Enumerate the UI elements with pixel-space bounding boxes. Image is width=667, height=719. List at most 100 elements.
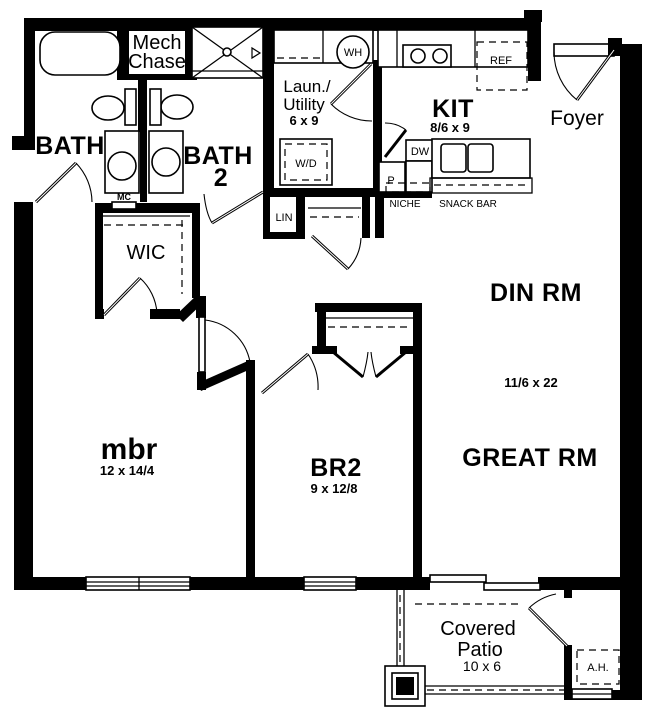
label-bath: BATH (35, 132, 105, 160)
sink-basin (467, 143, 494, 173)
label-wh: WH (344, 47, 362, 59)
label-laundry-line1: Laun./ (283, 77, 331, 96)
wall-top (24, 18, 541, 31)
wall-br2-closet-left (317, 303, 326, 348)
burner-icon (410, 48, 426, 64)
wall-wic-top (95, 203, 200, 213)
wall-br2-closet-top (315, 303, 422, 312)
wall-bottom-right (538, 577, 642, 590)
doors (34, 38, 622, 648)
wall-left-upper (24, 18, 35, 150)
patio-door (527, 593, 569, 648)
wall-right-patio (620, 588, 642, 700)
entry-door (553, 38, 622, 101)
mbr-window (85, 576, 191, 591)
br2-closet-bifold-doors (332, 350, 407, 379)
wall-left-lower (14, 202, 33, 590)
bath2-door (203, 190, 264, 225)
bath2-toilet (148, 130, 184, 194)
bath-sink (91, 95, 125, 121)
wall-vanity-divider (138, 78, 147, 132)
label-great: GREAT RM (462, 444, 597, 472)
wall-hall-stub (375, 193, 384, 238)
wic-shelf (103, 215, 190, 294)
snack-bar-counter (429, 177, 533, 194)
label-patio-line1: Covered (440, 618, 516, 640)
wall-wic-bottom (150, 309, 180, 319)
kitchen-sink-counter (431, 138, 531, 179)
wall-niche-bottom (384, 192, 432, 198)
wall-laundry-kitchen (373, 60, 382, 193)
br2-closet-shelf (326, 317, 413, 328)
sink-basin (440, 143, 467, 173)
wall-br2-closet-botl (312, 346, 337, 354)
wall-wic-bottom-stub (95, 309, 104, 319)
bathtub (39, 31, 121, 76)
bath2-sink (160, 94, 194, 120)
wall-mbr-door-bottom (197, 372, 206, 390)
wall-lin-right (296, 193, 305, 238)
label-laundry-dim: 6 x 9 (290, 113, 319, 128)
label-ah: A.H. (587, 662, 608, 674)
label-wd: W/D (295, 158, 316, 170)
labels: BATH BATH 2 Mech Chase Laun./ Utility 6 … (35, 32, 608, 674)
label-din: DIN RM (490, 279, 582, 307)
wall-wic-left (95, 213, 103, 317)
bath-toilet (104, 130, 140, 194)
label-lin: LIN (275, 212, 292, 224)
br2-door (261, 352, 319, 395)
patio-structure (384, 590, 620, 707)
wall-right (620, 44, 642, 590)
interior-walls (95, 18, 572, 695)
cabinet-below-dw (405, 160, 433, 193)
wic-door (102, 276, 158, 317)
mbr-door (198, 316, 251, 373)
fixtures (39, 26, 620, 707)
wall-mbr-door-top (196, 296, 206, 318)
label-patio-line2: Patio (457, 639, 503, 661)
label-laundry-line2: Utility (283, 95, 325, 114)
label-mech-line1: Mech (133, 32, 182, 54)
wall-lin-bottom (263, 232, 305, 239)
refrigerator (476, 41, 528, 91)
label-bath2-line1: BATH (183, 142, 253, 170)
wall-lin-left (263, 193, 270, 238)
label-kitchen: KIT (432, 95, 474, 123)
ah-window (571, 688, 613, 700)
burner-icon (432, 48, 448, 64)
label-mech-line2: Chase (128, 51, 186, 73)
windows (85, 574, 613, 700)
label-mc: MC (117, 192, 131, 202)
bath2-cabinet (149, 88, 162, 126)
label-br2-dim: 9 x 12/8 (311, 481, 358, 496)
laundry-door (329, 62, 373, 122)
wall-mbr-br2 (246, 360, 255, 578)
shower-drain (222, 47, 232, 57)
niche-recess (385, 182, 431, 193)
wall-wic-right (192, 203, 200, 298)
patio-post (384, 665, 426, 707)
label-patio-dim: 10 x 6 (463, 658, 501, 674)
wall-left-nub (12, 136, 35, 150)
wall-bottom-left (14, 577, 430, 590)
wall-kitchen-right (528, 18, 541, 81)
label-foyer: Foyer (550, 107, 604, 130)
label-dw: DW (411, 146, 430, 158)
label-mbr-dim: 12 x 14/4 (100, 463, 155, 478)
label-snack-bar: SNACK BAR (439, 199, 497, 210)
bath-cabinet (124, 88, 137, 126)
label-mbr: mbr (101, 433, 158, 466)
label-bath2-line2: 2 (214, 164, 228, 192)
shower (191, 26, 264, 79)
sliding-glass-door (429, 574, 541, 591)
wall-br2-closet-botr (400, 346, 422, 354)
coat-closet-shelf (308, 207, 361, 218)
washer-dryer (279, 138, 333, 186)
shower-door-arrow-icon (251, 46, 262, 60)
wall-br2-great (413, 303, 422, 578)
stove (402, 44, 452, 68)
bath-door (34, 161, 93, 204)
br2-window (303, 576, 357, 591)
